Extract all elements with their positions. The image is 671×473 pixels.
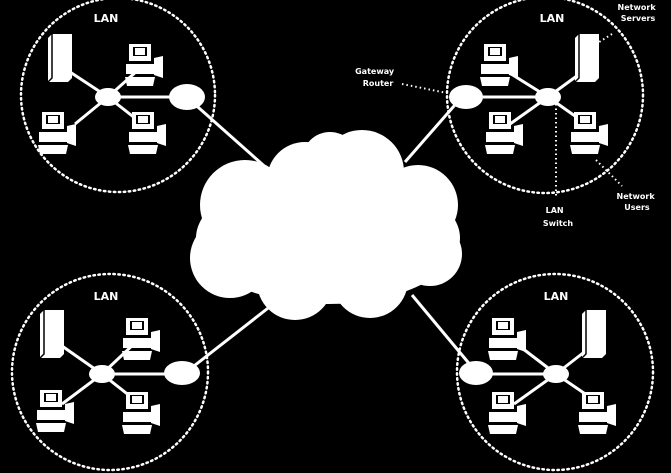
- server-icon: [39, 309, 65, 359]
- router-icon: [459, 361, 493, 385]
- switch-icon: [543, 365, 569, 383]
- workstation-icon: [128, 112, 166, 154]
- callout-network-servers: Network Servers: [618, 3, 659, 23]
- workstation-icon: [122, 392, 160, 434]
- lan-bottom-left: LAN: [10, 272, 210, 472]
- workstation-icon: [36, 390, 74, 432]
- lan-boundary: [19, 0, 217, 194]
- internet-cloud-icon: [190, 130, 462, 320]
- lan-title: LAN: [94, 12, 119, 25]
- switch-icon: [95, 88, 121, 106]
- lan-boundary: [455, 272, 655, 472]
- lan-top-right: LAN: [401, 0, 645, 198]
- workstation-icon: [122, 318, 160, 360]
- workstation-icon: [488, 318, 526, 360]
- lan-title: LAN: [94, 290, 119, 303]
- router-icon: [164, 361, 200, 385]
- lan-title: LAN: [544, 290, 569, 303]
- lan-top-left: LAN: [19, 0, 217, 194]
- link-topright-cloud: [403, 97, 463, 163]
- server-icon: [581, 309, 607, 359]
- server-icon: [574, 33, 600, 83]
- workstation-icon: [570, 112, 608, 154]
- workstation-icon: [38, 112, 76, 154]
- callout-lan-switch: LAN Switch: [543, 206, 573, 228]
- workstation-icon: [480, 44, 518, 86]
- link-bottomleft-cloud: [184, 303, 273, 375]
- workstation-icon: [125, 44, 163, 86]
- callout-gateway-router: Gateway Router: [355, 67, 397, 88]
- link-bottomright-cloud: [410, 294, 479, 374]
- callout-network-users: Network Users: [617, 192, 658, 212]
- server-icon: [47, 33, 73, 83]
- switch-icon: [535, 88, 561, 106]
- workstation-icon: [578, 392, 616, 434]
- lan-boundary: [10, 272, 210, 472]
- lan-title: LAN: [540, 12, 565, 25]
- switch-icon: [89, 365, 115, 383]
- router-icon: [449, 85, 483, 109]
- lan-bottom-right: LAN: [455, 272, 655, 472]
- lan-boundary: [445, 0, 645, 195]
- router-icon: [169, 84, 205, 110]
